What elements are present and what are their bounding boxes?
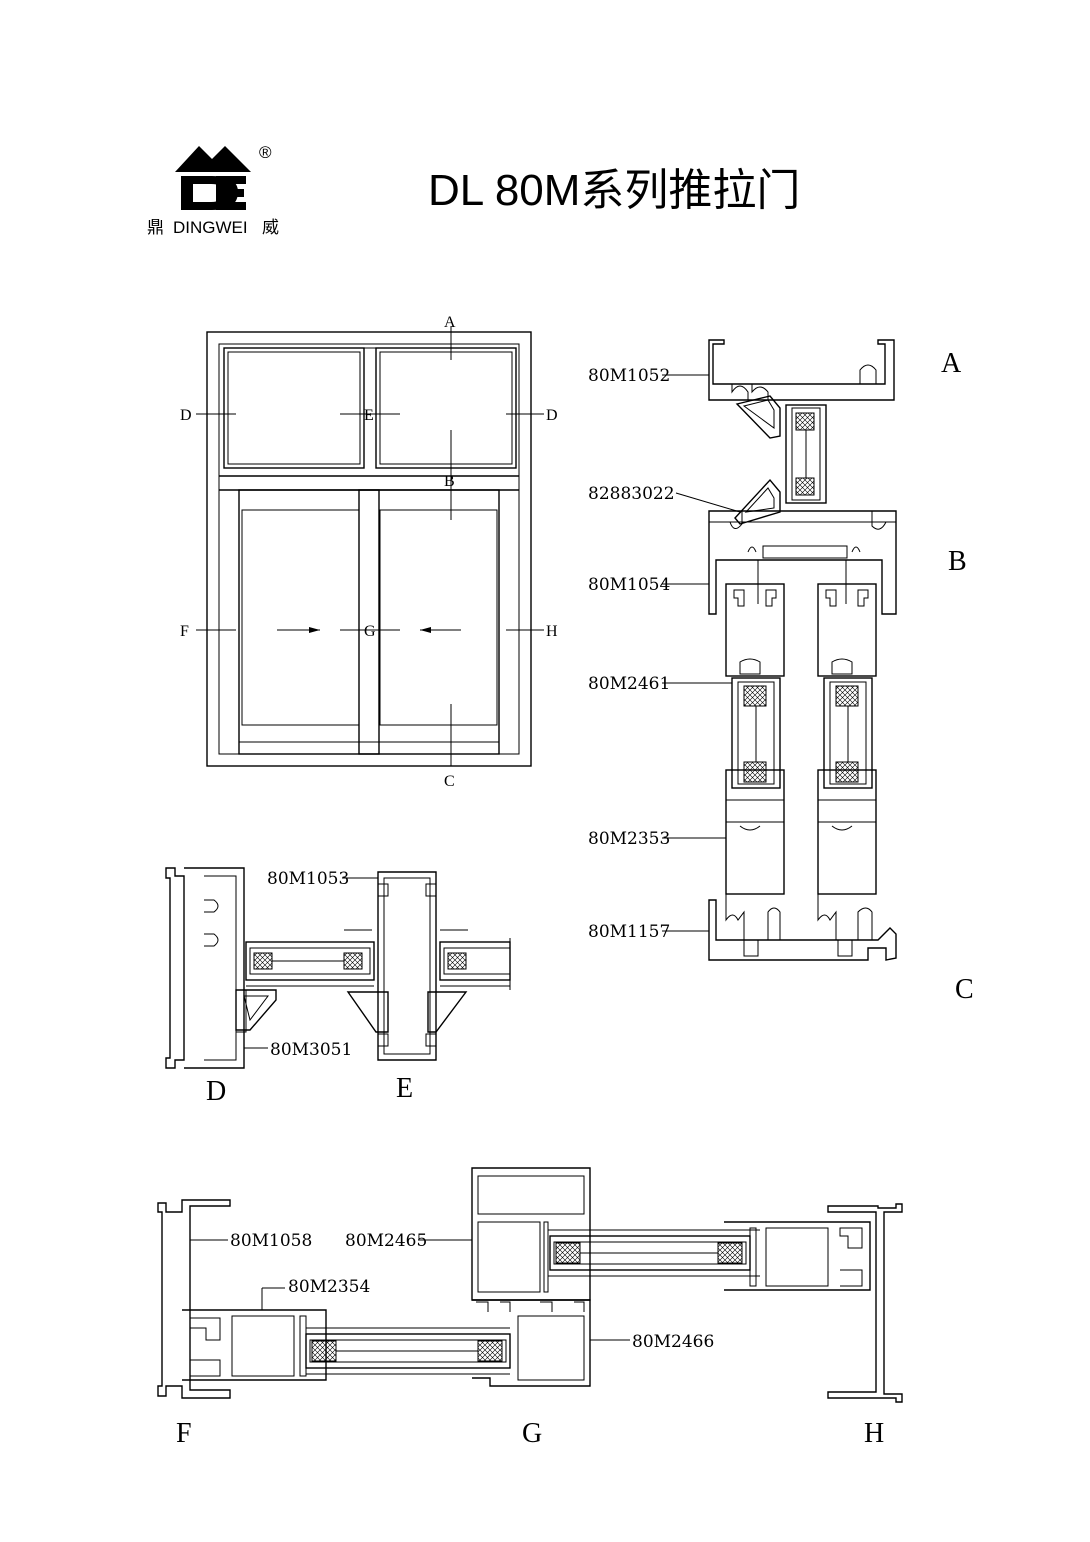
ref-d-left: D [180,407,192,424]
ref-f: F [180,623,189,640]
part-80m2466: 80M2466 [632,1332,714,1352]
part-80m2354: 80M2354 [288,1277,370,1297]
sash-right [817,583,877,895]
section-tag-b: B [948,546,967,577]
section-tag-d: D [206,1076,226,1107]
ref-c: C [444,773,455,790]
door-elevation [196,326,544,767]
part-80m2461: 80M2461 [588,674,670,694]
section-tag-h: H [864,1418,884,1449]
section-tag-a: A [941,348,962,379]
part-80m2353: 80M2353 [588,829,670,849]
vertical-section [662,339,897,961]
part-80m1054: 80M1054 [588,575,670,595]
section-tag-e: E [396,1073,413,1104]
ref-b: B [444,473,455,490]
section-de [165,867,511,1069]
part-80m1157: 80M1157 [588,922,670,942]
ref-h: H [546,623,558,640]
section-tag-c: C [955,974,974,1005]
page-title: DL 80M系列推拉门 [428,166,800,215]
brand-cn-left: 鼎 [147,218,164,238]
part-82883022: 82883022 [588,484,675,504]
section-tag-f: F [176,1418,192,1449]
ref-a: A [444,314,456,331]
part-80m2465: 80M2465 [345,1231,427,1251]
ref-d-right: D [546,407,558,424]
part-80m1058: 80M1058 [230,1231,312,1251]
brand-latin: DINGWEI [173,218,248,237]
section-fgh [157,1167,903,1403]
part-80m1053: 80M1053 [267,869,349,889]
brand-logo: ® 鼎 DINGWEI 威 [147,143,279,238]
sash-left [725,583,785,895]
ref-e: E [364,407,374,424]
part-80m1052: 80M1052 [588,366,670,386]
brand-cn-right: 威 [262,218,279,238]
ref-g: G [364,623,376,640]
section-tag-g: G [522,1418,542,1449]
part-80m3051: 80M3051 [270,1040,352,1060]
registered-mark: ® [259,143,272,162]
